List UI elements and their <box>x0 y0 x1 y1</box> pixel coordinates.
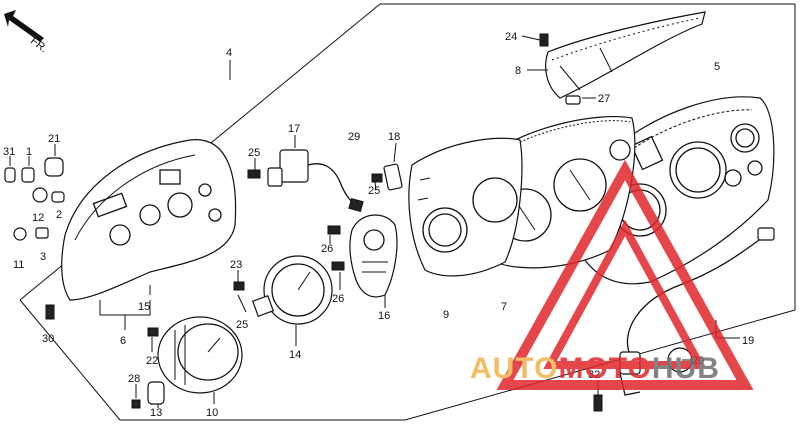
callout-27: 27 <box>598 93 610 105</box>
callout-labels: 4 5 24 8 27 31 1 21 12 2 11 3 30 6 15 25… <box>3 31 754 419</box>
watermark-logo: AUTOMOTOHUB <box>470 159 754 390</box>
callout-24: 24 <box>505 31 517 43</box>
callout-32: 32 <box>588 369 600 381</box>
callout-19: 19 <box>742 335 754 347</box>
callout-30: 30 <box>42 333 54 345</box>
callout-26-lower: 26 <box>332 293 344 305</box>
callout-29: 29 <box>348 131 360 143</box>
callout-10: 10 <box>206 407 218 419</box>
callout-1: 1 <box>26 146 32 158</box>
callout-31: 31 <box>3 146 15 158</box>
callout-4: 4 <box>226 47 232 59</box>
callout-6: 6 <box>120 335 126 347</box>
callout-13: 13 <box>150 407 162 419</box>
part-10-meter <box>157 316 243 394</box>
callout-28: 28 <box>128 373 140 385</box>
callout-8: 8 <box>515 65 521 77</box>
part-8-visor <box>545 11 706 99</box>
callout-17: 17 <box>288 123 300 135</box>
callout-22: 22 <box>146 355 158 367</box>
callout-2: 2 <box>56 209 62 221</box>
watermark-text: AUTOMOTOHUB <box>470 352 720 385</box>
part-9-front-housing <box>408 137 523 277</box>
callout-25-mid: 25 <box>368 185 380 197</box>
callout-5: 5 <box>714 61 720 73</box>
callout-16: 16 <box>378 310 390 322</box>
callout-11: 11 <box>13 259 24 271</box>
front-direction-arrow: FR. <box>4 10 50 55</box>
callout-12: 12 <box>32 212 44 224</box>
callout-7: 7 <box>501 301 507 313</box>
part-6-case-assembly <box>61 139 237 330</box>
callout-21: 21 <box>48 133 60 145</box>
callout-25-upper: 25 <box>248 147 260 159</box>
part-17-sensor-unit <box>267 149 364 212</box>
callout-15: 15 <box>138 301 150 313</box>
part-14-meter <box>251 255 333 325</box>
callout-23: 23 <box>230 259 242 271</box>
callout-18: 18 <box>388 131 400 143</box>
callout-9: 9 <box>443 309 449 321</box>
callout-14: 14 <box>289 349 301 361</box>
callout-25-lower: 25 <box>236 319 248 331</box>
part-16-gauge <box>349 214 398 298</box>
callout-26-upper: 26 <box>321 243 333 255</box>
direction-label: FR. <box>28 35 49 55</box>
callout-3: 3 <box>40 251 46 263</box>
part-18-bracket <box>383 163 403 191</box>
